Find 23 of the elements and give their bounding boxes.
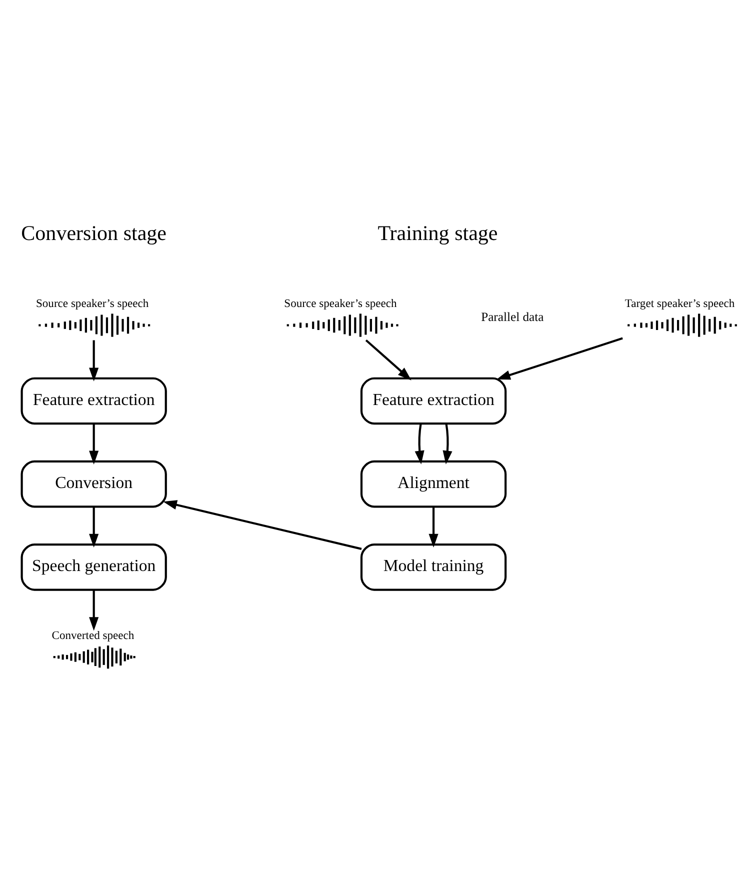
- node-label: Source speaker’s speech: [35, 296, 148, 310]
- label: Parallel data: [480, 310, 544, 324]
- arrow: [414, 423, 424, 464]
- arrow: [428, 506, 438, 548]
- arrow: [442, 423, 452, 464]
- arrow: [162, 500, 362, 550]
- node-label: Converted speech: [51, 628, 134, 642]
- label: Conversion stage: [20, 220, 166, 245]
- node-label: Source speaker’s speech: [284, 296, 396, 310]
- arrow: [88, 589, 98, 630]
- node-box: Feature extraction: [360, 376, 506, 424]
- node-box: Alignment: [360, 460, 506, 508]
- node-box: Conversion: [20, 460, 166, 508]
- node-box: Model training: [360, 542, 506, 590]
- arrow: [88, 506, 98, 548]
- arrow: [496, 336, 622, 380]
- node-box: Feature extraction: [20, 376, 166, 424]
- node-box: Speech generation: [20, 542, 166, 590]
- arrow: [364, 338, 411, 380]
- arrow: [88, 423, 98, 464]
- label: Training stage: [377, 220, 498, 245]
- arrow: [88, 340, 98, 381]
- node-label: Target speaker’s speech: [624, 296, 734, 310]
